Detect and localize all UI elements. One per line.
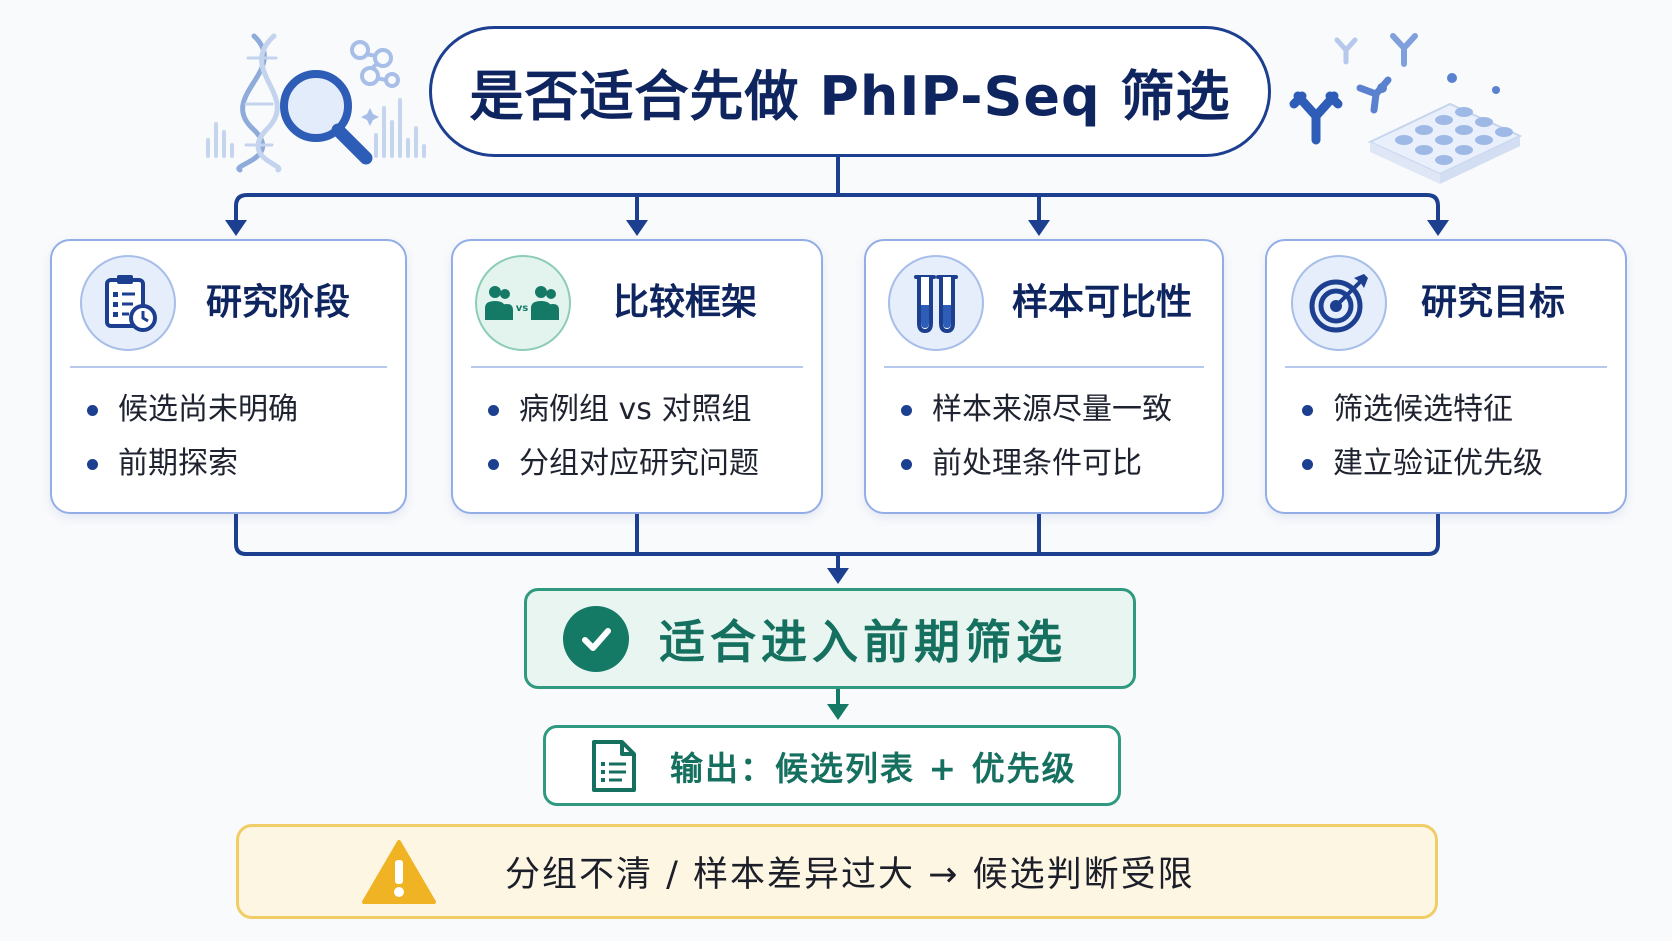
microarray-plate-icon (1367, 102, 1523, 184)
list-item: 分组对应研究问题 (485, 443, 759, 497)
warning-label: 分组不清 / 样本差异过大 → 候选判断受限 (505, 855, 1195, 895)
card-title: 研究目标 (1421, 282, 1566, 323)
output-label: 输出：候选列表 + 优先级 (670, 748, 1077, 788)
card-research-stage: 研究阶段 候选尚未明确 前期探索 (50, 239, 407, 514)
page-title: 是否适合先做 PhIP-Seq 筛选 (469, 65, 1231, 128)
divider (70, 366, 387, 368)
groups-vs-icon: vs (475, 255, 571, 351)
divider (471, 366, 803, 368)
card-research-goal: 研究目标 筛选候选特征 建立验证优先级 (1265, 239, 1627, 514)
check-circle-icon (563, 605, 629, 672)
divider (1285, 366, 1607, 368)
document-icon (592, 739, 636, 792)
output-box: 输出：候选列表 + 优先级 (543, 725, 1121, 806)
card-sample-comparability: 样本可比性 样本来源尽量一致 前处理条件可比 (864, 239, 1224, 514)
card-comparison-framework: vs 比较框架 病例组 vs 对照组 分组对应研究问题 (451, 239, 823, 514)
top-connector (234, 157, 1440, 220)
list-item: 病例组 vs 对照组 (485, 389, 759, 443)
list-item: 前处理条件可比 (898, 443, 1172, 497)
card-title: 比较框架 (613, 282, 758, 323)
list-item: 建立验证优先级 (1299, 443, 1543, 497)
divider (884, 366, 1204, 368)
target-icon (1291, 255, 1387, 351)
list-item: 筛选候选特征 (1299, 389, 1543, 443)
list-item: 候选尚未明确 (84, 389, 298, 443)
warning-box: 分组不清 / 样本差异过大 → 候选判断受限 (236, 824, 1438, 919)
result-label: 适合进入前期筛选 (659, 614, 1067, 669)
bottom-connector (234, 514, 1440, 568)
bar-signal-icon (206, 98, 426, 158)
warning-triangle-icon (362, 839, 436, 904)
title-box: 是否适合先做 PhIP-Seq 筛选 (429, 26, 1271, 157)
list-item: 前期探索 (84, 443, 298, 497)
list-item: 样本来源尽量一致 (898, 389, 1172, 443)
vs-label: vs (516, 303, 529, 314)
card-title: 研究阶段 (206, 282, 351, 323)
antibody-icon (1289, 33, 1418, 145)
card-title: 样本可比性 (1012, 282, 1193, 323)
molecule-icon (350, 40, 400, 88)
clipboard-clock-icon (80, 255, 176, 351)
dna-icon (236, 33, 282, 173)
magnifier-icon (280, 70, 373, 165)
result-box: 适合进入前期筛选 (524, 588, 1136, 689)
test-tubes-icon (888, 255, 984, 351)
